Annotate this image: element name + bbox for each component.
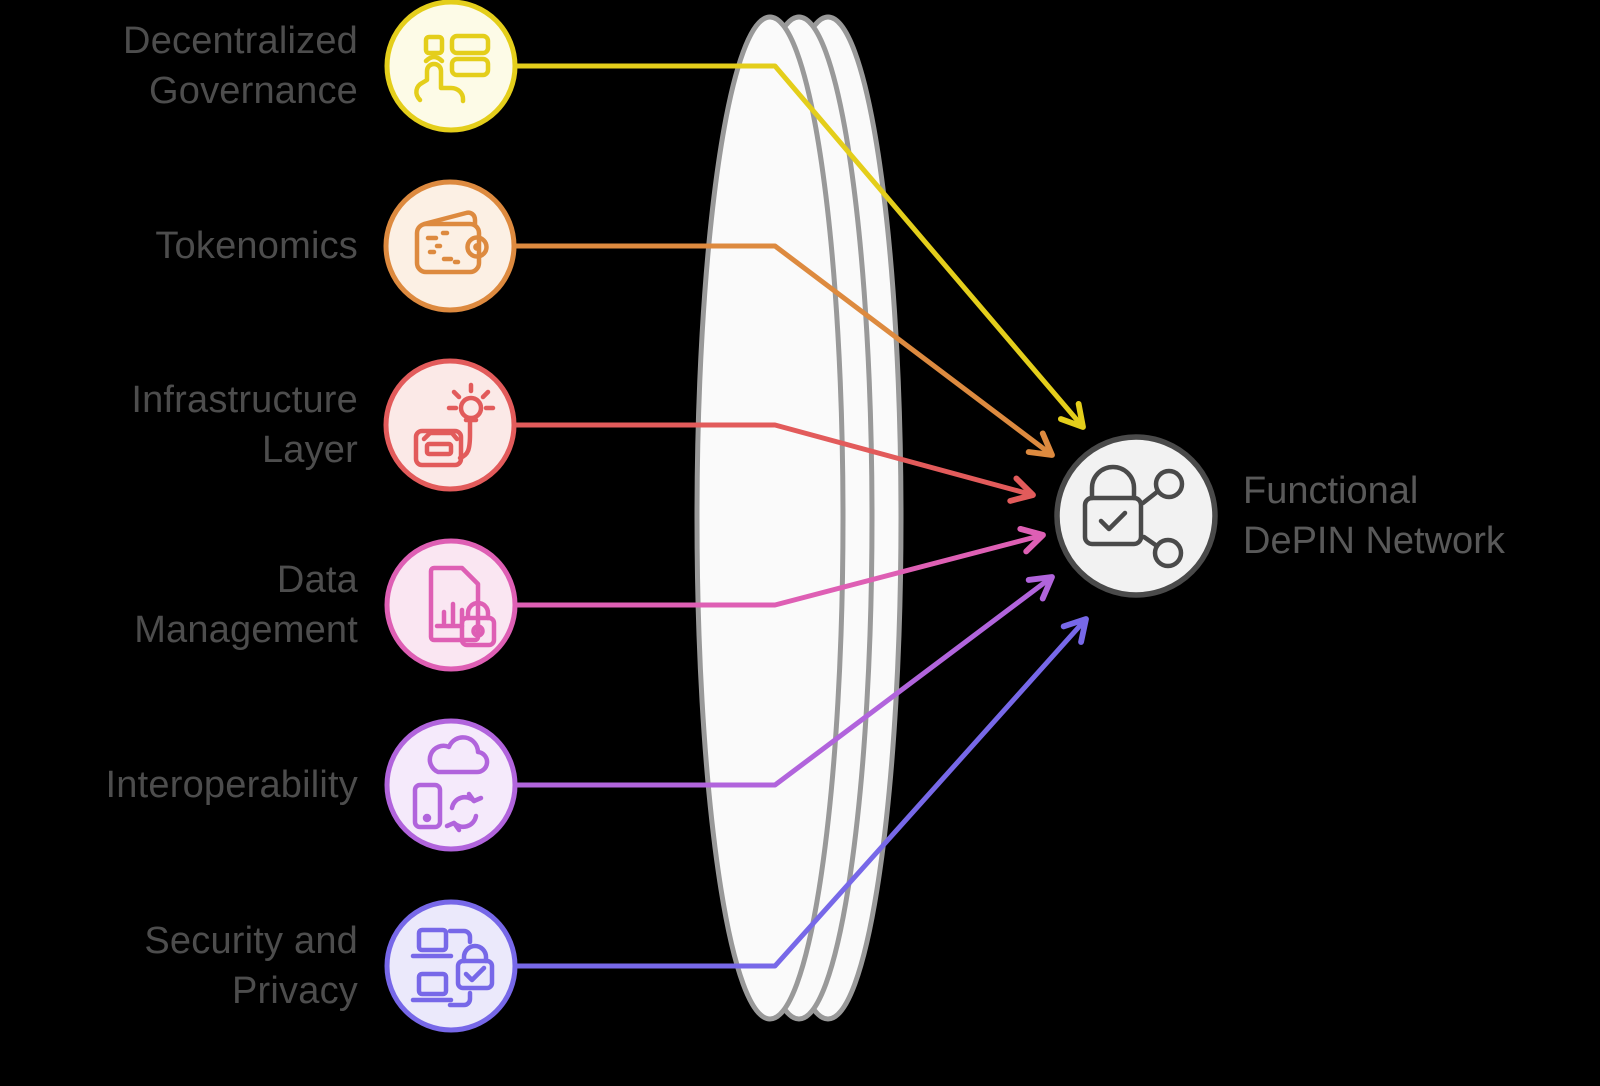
connectors bbox=[513, 63, 1089, 969]
node-tokenomics bbox=[383, 179, 517, 313]
label-interoperability: Interoperability bbox=[105, 764, 358, 806]
connector-interoperability bbox=[513, 574, 1055, 788]
node-data-management bbox=[384, 538, 518, 672]
label-tokenomics: Tokenomics bbox=[155, 225, 358, 267]
node-interoperability bbox=[384, 718, 518, 852]
connector-infrastructure-layer bbox=[513, 422, 1036, 504]
devices-lock-icon bbox=[410, 927, 495, 1008]
node-infrastructure-layer bbox=[383, 358, 517, 492]
wallet-icon bbox=[414, 210, 489, 275]
connector-data-management bbox=[513, 525, 1046, 608]
lock-share-icon bbox=[1082, 464, 1185, 569]
generator-bulb-icon bbox=[413, 382, 496, 468]
connector-tokenomics bbox=[513, 243, 1055, 458]
label-security-privacy: Security and Privacy bbox=[144, 920, 358, 1012]
label-infrastructure-layer: Infrastructure Layer bbox=[131, 379, 358, 471]
label-data-management: Data Management bbox=[134, 559, 358, 651]
cloud-sync-icon bbox=[412, 735, 490, 833]
lens-shape bbox=[694, 14, 904, 1022]
connector-decentralized-governance bbox=[513, 63, 1086, 430]
document-lock-icon bbox=[428, 565, 497, 648]
node-functional-depin-network bbox=[1054, 434, 1218, 598]
vote-hand-icon bbox=[414, 33, 491, 104]
connector-security-privacy bbox=[513, 616, 1089, 969]
label-functional-depin-network: Functional DePIN Network bbox=[1243, 470, 1505, 562]
node-decentralized-governance bbox=[384, 0, 518, 133]
label-decentralized-governance: Decentralized Governance bbox=[123, 20, 358, 112]
node-security-privacy bbox=[384, 899, 518, 1033]
